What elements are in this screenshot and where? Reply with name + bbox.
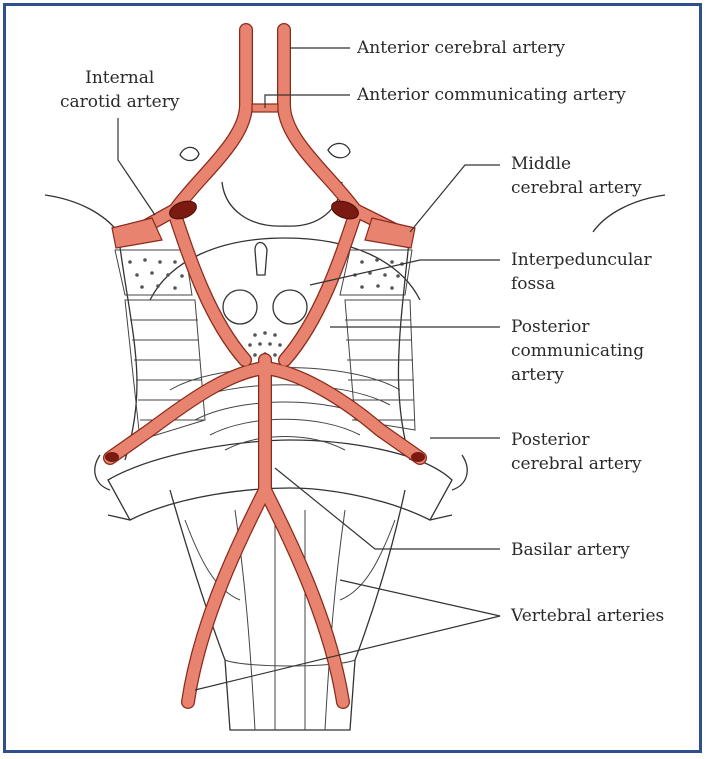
label-anterior-cerebral-artery: Anterior cerebral artery <box>357 36 565 60</box>
label-posterior-communicating-artery: Posterior communicating artery <box>511 315 644 387</box>
label-middle-cerebral-artery: Middle cerebral artery <box>511 152 642 200</box>
label-posterior-cerebral-artery: Posterior cerebral artery <box>511 428 642 476</box>
label-anterior-communicating-artery: Anterior communicating artery <box>357 83 626 107</box>
label-vertebral-arteries: Vertebral arteries <box>511 604 664 628</box>
label-interpeduncular-fossa: Interpeduncular fossa <box>511 248 652 296</box>
arteries <box>105 30 425 702</box>
label-basilar-artery: Basilar artery <box>511 538 630 562</box>
label-internal-carotid-artery: Internal carotid artery <box>60 66 179 114</box>
